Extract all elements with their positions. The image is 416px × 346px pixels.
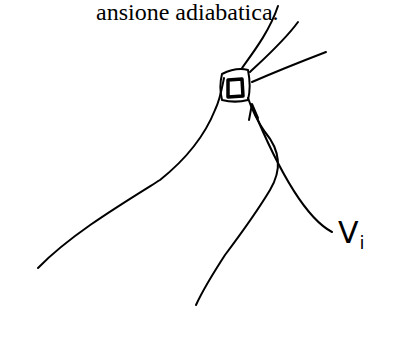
- bottle-left-outline: [38, 78, 224, 268]
- subscript-index: i: [360, 234, 365, 252]
- volume-symbol: V: [338, 218, 359, 248]
- bottle-right-outline: [196, 98, 278, 305]
- arrow-head: [249, 104, 258, 120]
- inner-square: [228, 79, 243, 97]
- leader-arrow: [252, 106, 332, 232]
- caption-text: ansione adiabatica.: [96, 0, 279, 24]
- spray-line: [250, 22, 298, 72]
- neck-square: [221, 69, 250, 101]
- spray-line: [252, 52, 326, 82]
